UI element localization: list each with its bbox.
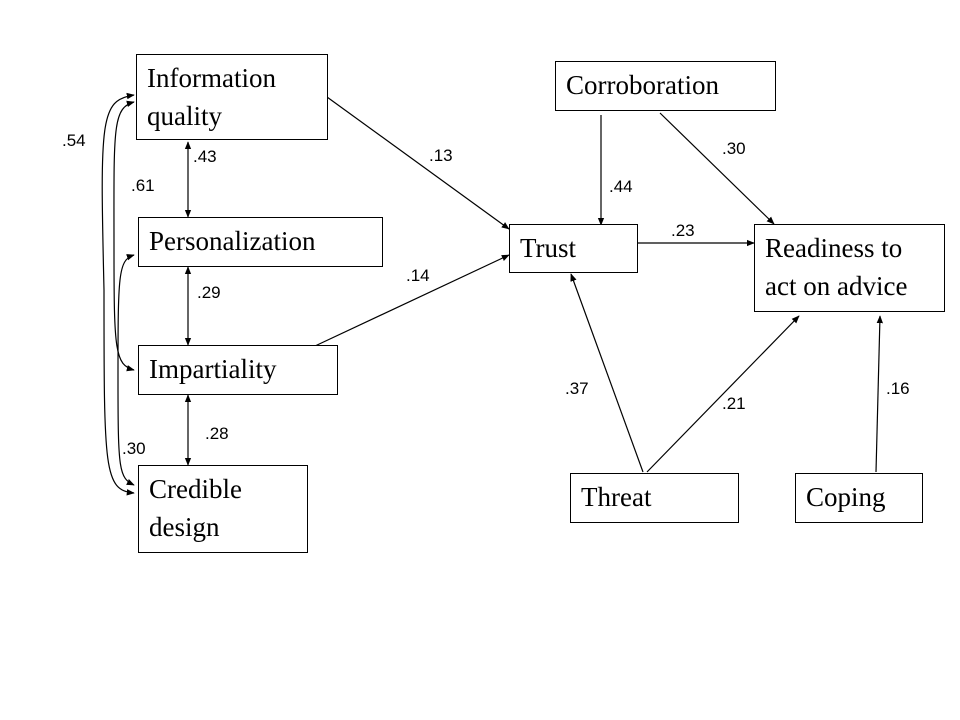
arrow-coping-readiness — [875, 315, 884, 473]
coef-threat-readiness: .21 — [722, 394, 746, 413]
arrow-impartiality-trust — [314, 254, 510, 347]
node-trust: Trust — [509, 224, 638, 273]
node-threat: Threat — [570, 473, 739, 523]
arc-infoquality-credible — [101, 92, 135, 496]
coef-infoquality-personalization: .43 — [193, 147, 217, 166]
coef-impartiality-credible: .28 — [205, 424, 229, 443]
coef-coping-readiness: .16 — [886, 379, 910, 398]
arc-personalization-credible — [117, 254, 135, 486]
arc-infoquality-impartiality — [113, 100, 135, 372]
coef-corroboration-trust: .44 — [609, 177, 633, 196]
coef-personalization-credible: .30 — [122, 439, 146, 458]
coef-personalization-impartiality: .29 — [197, 283, 221, 302]
node-corroboration: Corroboration — [555, 61, 776, 111]
coef-corroboration-readiness: .30 — [722, 139, 746, 158]
node-readiness-to-act: Readiness to act on advice — [754, 224, 945, 312]
node-credible-design: Credible design — [138, 465, 308, 553]
node-impartiality: Impartiality — [138, 345, 338, 395]
arrow-infoquality-trust — [326, 96, 510, 230]
arrow-corroboration-readiness — [659, 112, 775, 225]
coef-threat-trust: .37 — [565, 379, 589, 398]
coef-trust-readiness: .23 — [671, 221, 695, 240]
node-personalization: Personalization — [138, 217, 383, 267]
coef-infoquality-credible: .54 — [62, 131, 86, 150]
arrow-threat-readiness — [646, 315, 800, 473]
coef-infoquality-trust: .13 — [429, 146, 453, 165]
arrow-threat-trust — [570, 273, 644, 473]
coef-infoquality-impartiality: .61 — [131, 176, 155, 195]
node-coping: Coping — [795, 473, 923, 523]
coef-impartiality-trust: .14 — [406, 266, 430, 285]
node-information-quality: Information quality — [136, 54, 328, 140]
